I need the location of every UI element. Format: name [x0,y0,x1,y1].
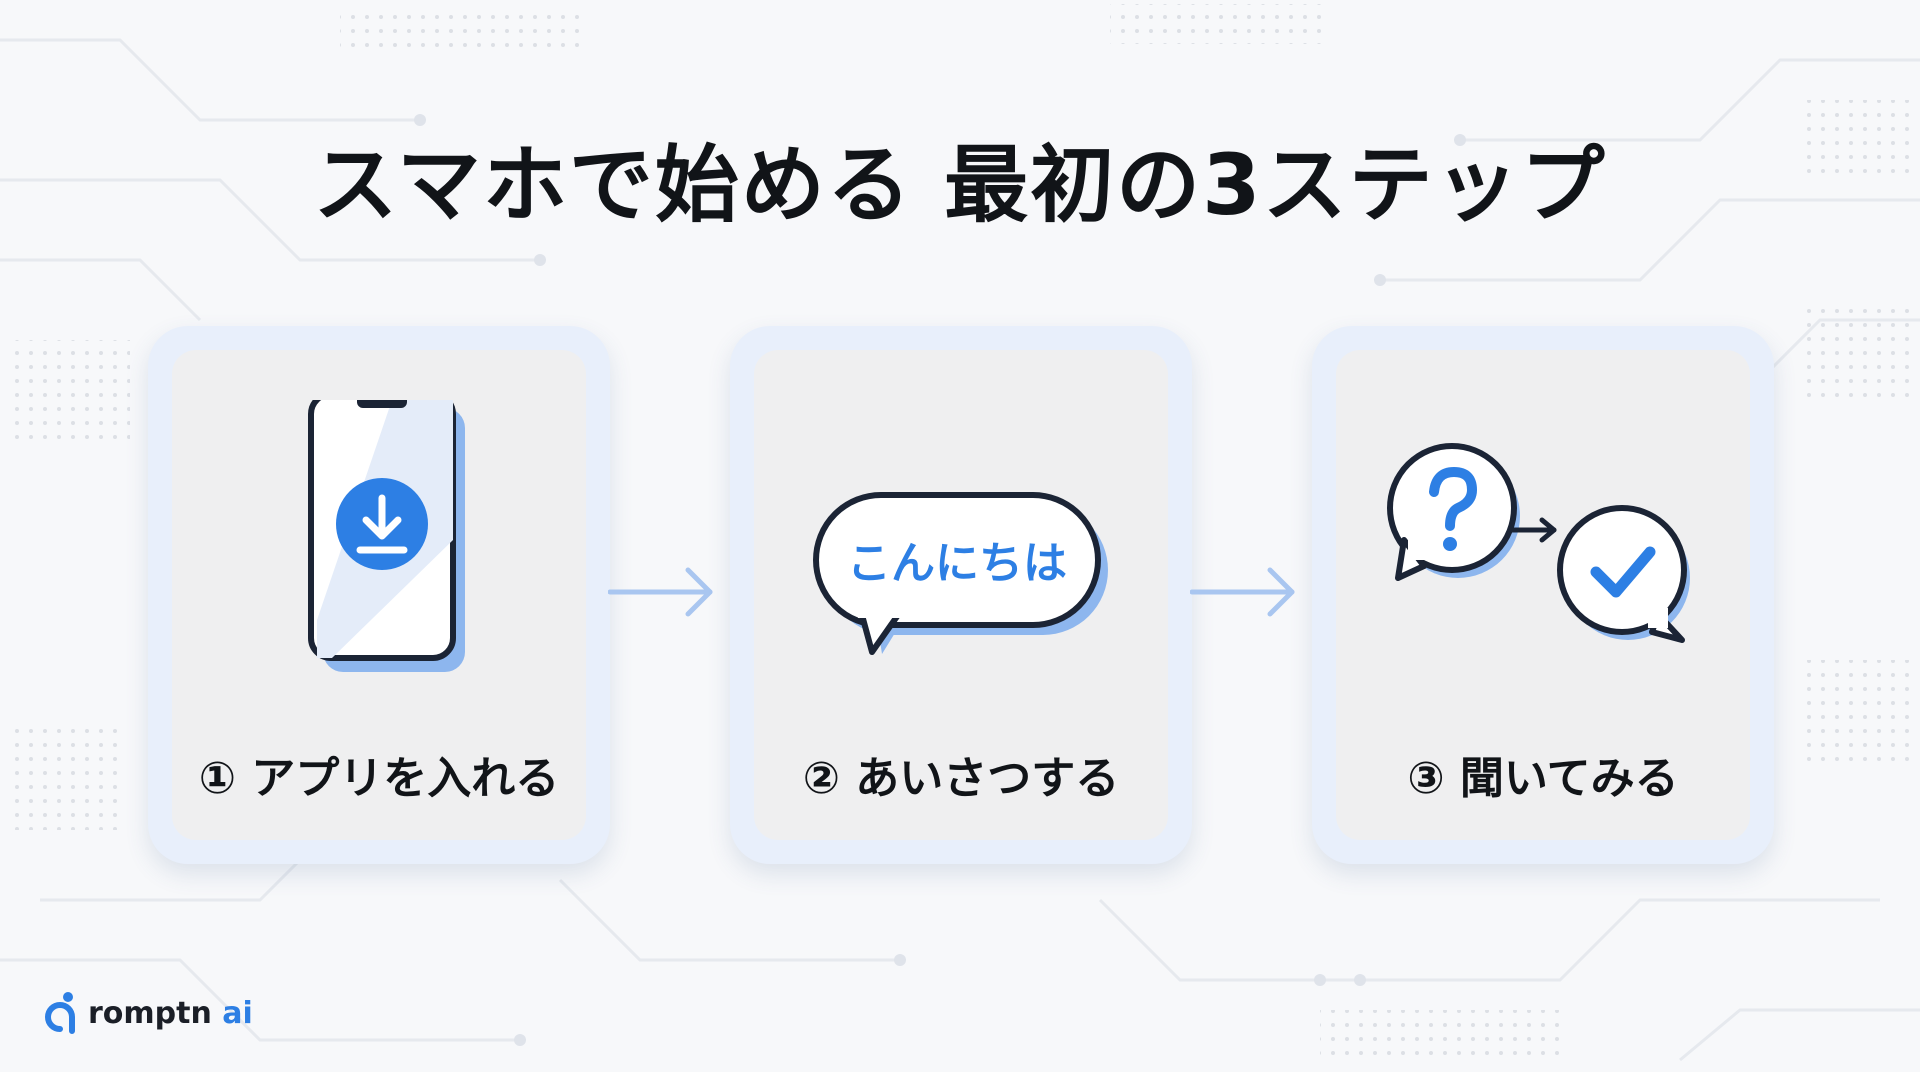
brand-logo: romptn ai [44,988,253,1038]
step-card-3-inner: ③ 聞いてみる [1336,350,1750,840]
step-card-2-inner: こんにちは ② あいさつする [754,350,1168,840]
arrow-right-icon [608,567,713,617]
step-label-2: ② あいさつする [802,753,1120,804]
smartphone-download-icon [308,400,465,672]
step-card-1-inner: ① アプリを入れる [172,350,586,840]
brand-name: romptn ai [88,996,253,1031]
arrow-right-icon [1190,567,1295,617]
check-bubble-icon [1557,505,1690,643]
page-title: スマホで始める 最初の3ステップ [313,136,1607,234]
brand-logo-icon [45,992,75,1034]
step-card-2: こんにちは ② あいさつする [730,326,1192,864]
speech-bubble-icon: こんにちは [813,492,1108,655]
step-label-1: ① アプリを入れる [198,753,560,804]
step-card-3: ③ 聞いてみる [1312,326,1774,864]
step-card-1: ① アプリを入れる [148,326,610,864]
brand-name-main: romptn [88,995,212,1031]
bubble-text: こんにちは [847,538,1067,589]
brand-name-suffix: ai [222,995,253,1031]
question-bubble-icon [1387,443,1520,581]
step-label-3: ③ 聞いてみる [1407,753,1679,804]
question-to-check-icon [1387,443,1690,643]
